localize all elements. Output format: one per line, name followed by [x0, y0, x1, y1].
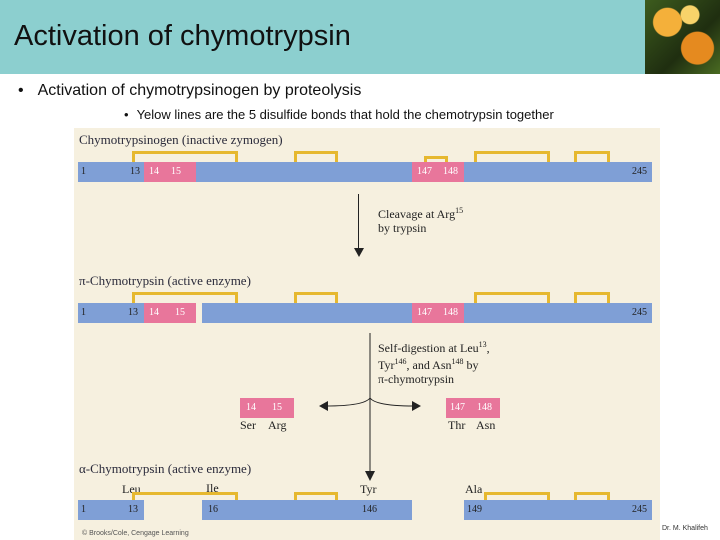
residue-number: 245: [632, 307, 647, 318]
bullet-2: •Yelow lines are the 5 disulfide bonds t…: [124, 107, 554, 122]
chain-segment: [78, 303, 144, 323]
disulfide-bond: [484, 492, 550, 505]
disulfide-bond: [294, 151, 338, 166]
residue-number: 147: [417, 166, 432, 177]
bullet-1: •Activation of chymotrypsinogen by prote…: [18, 82, 362, 99]
residue-number: 1: [81, 166, 86, 177]
cleavage-annotation: Cleavage at Arg15 by trypsin: [378, 206, 464, 235]
residue-number: 14: [149, 166, 159, 177]
figure-credit: © Brooks/Cole, Cengage Learning: [82, 530, 189, 537]
title-bar: [0, 0, 720, 74]
disulfide-bond: [132, 492, 238, 505]
disulfide-bond: [132, 151, 238, 166]
disulfide-bond: [132, 292, 238, 307]
residue-number: 147: [417, 307, 432, 318]
excised-segment: [144, 162, 196, 182]
excised-segment: [412, 162, 464, 182]
residue-number: 14: [149, 307, 159, 318]
slide-title: Activation of chymotrypsin: [14, 20, 351, 52]
excised-segment: [144, 303, 196, 323]
heading-alpha-chymotrypsin: α-Chymotrypsin (active enzyme): [79, 461, 252, 476]
chain-segment: [202, 303, 412, 323]
residue-name: Arg: [268, 418, 287, 432]
residue-number: 15: [175, 307, 185, 318]
released-dipeptide-thr-asn: [446, 398, 500, 418]
excised-segment: [412, 303, 464, 323]
chain-segment: [196, 162, 412, 182]
disulfide-bond: [424, 156, 448, 166]
chain-segment: [464, 162, 652, 182]
residue-number: 13: [128, 504, 138, 515]
residue-name: Ile: [206, 481, 219, 495]
released-dipeptide-ser-arg: [240, 398, 294, 418]
residue-number: 16: [208, 504, 218, 515]
author-credit: Dr. M. Khalifeh: [662, 525, 708, 532]
disulfide-bond: [574, 492, 610, 505]
residue-number: 245: [632, 166, 647, 177]
disulfide-bond: [474, 151, 550, 166]
chain-segment: [78, 162, 144, 182]
header-photo: [645, 0, 720, 74]
chain-a: [78, 500, 144, 520]
residue-number: 1: [81, 307, 86, 318]
residue-number: 13: [130, 166, 140, 177]
bullet-1-text: Activation of chymotrypsinogen by proteo…: [37, 82, 362, 99]
residue-number: 149: [467, 504, 482, 515]
residue-name: Thr: [448, 418, 466, 432]
residue-name: Asn: [476, 418, 496, 432]
chain-b: [202, 500, 412, 520]
residue-number: 13: [128, 307, 138, 318]
chain-segment: [464, 303, 652, 323]
residue-number: 14: [246, 402, 256, 413]
disulfide-bond: [574, 292, 610, 307]
disulfide-bond: [574, 151, 610, 166]
self-digestion-annotation: Self-digestion at Leu13, Tyr146, and Asn…: [378, 340, 490, 386]
residue-number: 148: [443, 166, 458, 177]
heading-zymogen: Chymotrypsinogen (inactive zymogen): [79, 132, 283, 147]
arrow-shaft: [358, 194, 359, 250]
figure-panel: Chymotrypsinogen (inactive zymogen) 1 13…: [74, 128, 660, 540]
residue-name: Ser: [240, 418, 256, 432]
residue-number: 15: [171, 166, 181, 177]
heading-pi-chymotrypsin: π-Chymotrypsin (active enzyme): [79, 273, 251, 288]
disulfide-bond: [294, 492, 338, 505]
bullet-2-text: Yelow lines are the 5 disulfide bonds th…: [136, 107, 554, 122]
arrow-down-icon: [354, 248, 364, 257]
residue-name: Tyr: [360, 482, 377, 496]
residue-number: 15: [272, 402, 282, 413]
residue-number: 1: [81, 504, 86, 515]
branch-arrows: [319, 333, 421, 481]
residue-number: 245: [632, 504, 647, 515]
residue-number: 148: [443, 307, 458, 318]
residue-number: 146: [362, 504, 377, 515]
disulfide-bond: [474, 292, 550, 307]
residue-name: Ala: [465, 482, 483, 496]
chain-c: [464, 500, 652, 520]
residue-number: 147: [450, 402, 465, 413]
disulfide-bond: [294, 292, 338, 307]
residue-number: 148: [477, 402, 492, 413]
